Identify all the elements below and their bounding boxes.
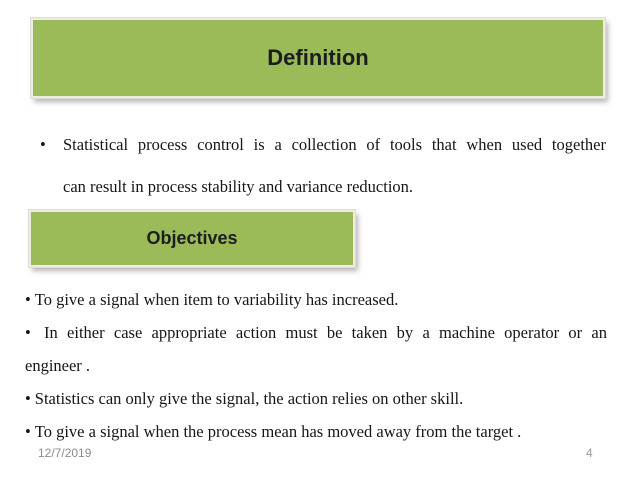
- intro-bullet-paragraph: • Statistical process control is a colle…: [40, 124, 606, 208]
- intro-line-2: can result in process stability and vari…: [63, 177, 414, 196]
- objective-item: •To give a signal when the process mean …: [25, 415, 607, 448]
- bullet-marker: •: [25, 290, 31, 309]
- objective-line: • In either case appropriate action must…: [25, 316, 607, 349]
- objectives-list: •To give a signal when item to variabili…: [25, 283, 607, 448]
- footer-date: 12/7/2019: [38, 446, 92, 460]
- objective-item: •To give a signal when item to variabili…: [25, 283, 607, 316]
- slide-title: Definition: [267, 45, 369, 70]
- objective-line: •To give a signal when item to variabili…: [25, 283, 607, 316]
- objective-text: To give a signal when the process mean h…: [34, 422, 522, 441]
- bullet-marker: •: [40, 135, 46, 154]
- objectives-heading: Objectives: [146, 228, 238, 248]
- objective-text: Statistics can only give the signal, the…: [34, 389, 464, 408]
- intro-bullet-text: Statistical process control is a collect…: [63, 124, 606, 208]
- intro-line-1: Statistical process control is a collect…: [63, 135, 606, 154]
- bullet-marker: •: [25, 389, 31, 408]
- objective-text: To give a signal when item to variabilit…: [34, 290, 399, 309]
- objective-line-continuation: engineer .: [25, 356, 91, 375]
- page-number: 4: [586, 446, 593, 460]
- objective-line: •Statistics can only give the signal, th…: [25, 382, 607, 415]
- objective-text: In either case appropriate action must b…: [44, 323, 607, 342]
- objective-line: •To give a signal when the process mean …: [25, 415, 607, 448]
- bullet-marker: •: [25, 422, 31, 441]
- objective-item: •Statistics can only give the signal, th…: [25, 382, 607, 415]
- objective-item: • In either case appropriate action must…: [25, 316, 607, 382]
- bullet-marker: •: [25, 323, 31, 342]
- title-box: Definition: [31, 18, 605, 98]
- objectives-box: Objectives: [29, 210, 355, 267]
